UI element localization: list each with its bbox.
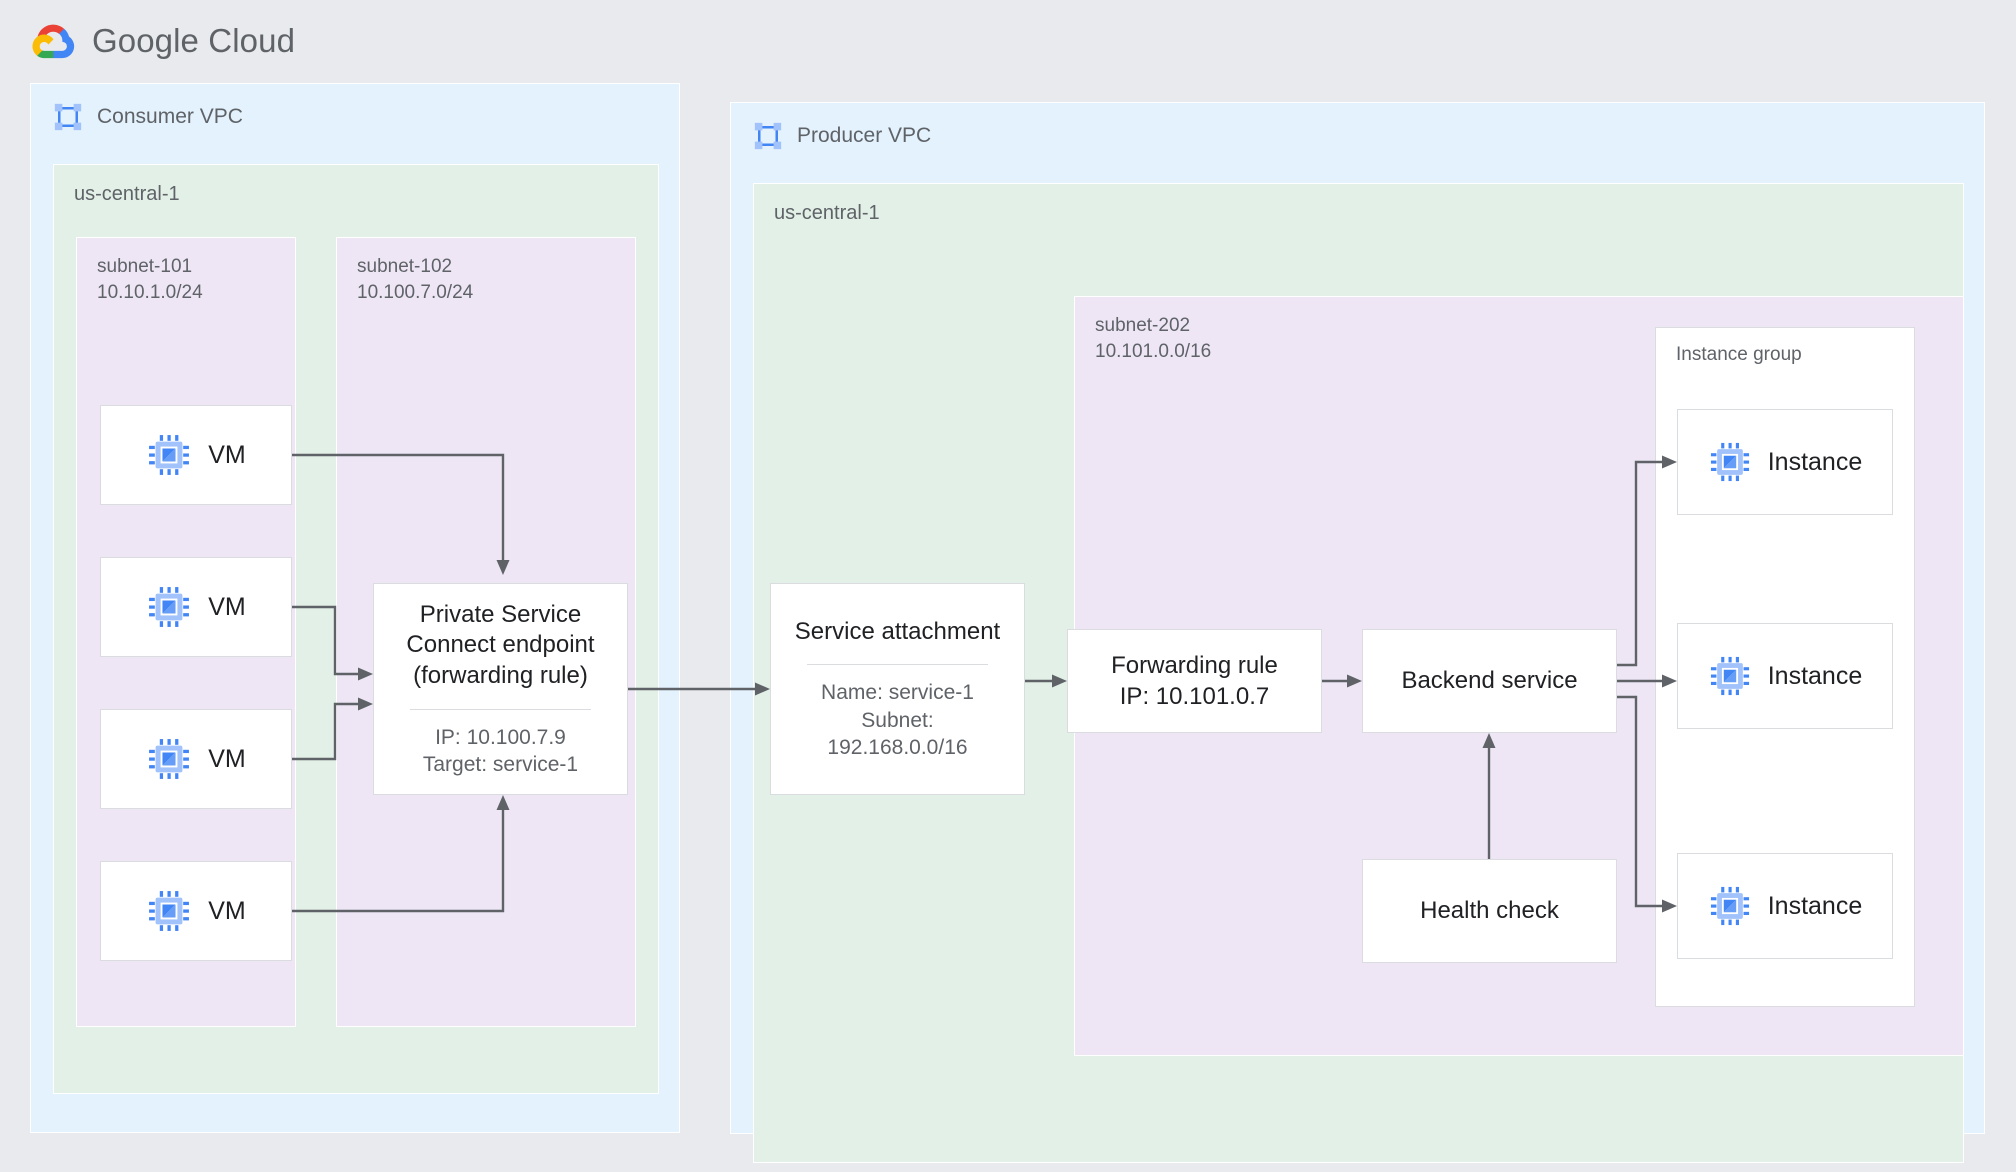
vm-card-3-content: VM: [146, 736, 246, 782]
backend-service-card[interactable]: Backend service: [1362, 629, 1617, 733]
vm-card-4-label: VM: [208, 896, 246, 925]
producer-vpc-title: Producer VPC: [797, 124, 932, 147]
vm-card-4[interactable]: VM: [100, 861, 292, 961]
psc-endpoint-ip: IP: 10.100.7.9: [435, 725, 566, 749]
health-check-card[interactable]: Health check: [1362, 859, 1617, 963]
vpc-network-icon: [754, 122, 782, 150]
vpc-network-icon: [54, 103, 82, 131]
instance-card-3-content: Instance: [1708, 884, 1863, 928]
service-attachment-divider: [806, 664, 989, 666]
instance-group-title: Instance group: [1676, 344, 1802, 365]
service-attachment-subnet-label: Subnet:: [861, 708, 934, 732]
brand-name: Google Cloud: [92, 22, 295, 60]
brand-name-bold: Google: [92, 22, 200, 59]
subnet-101-cidr: 10.10.1.0/24: [97, 282, 203, 304]
subnet-102-name: subnet-102: [357, 256, 453, 277]
instance-card-3-label: Instance: [1767, 891, 1863, 920]
forwarding-rule-line2: IP: 10.101.0.7: [1119, 683, 1270, 710]
compute-engine-icon: [149, 587, 190, 627]
vm-card-2[interactable]: VM: [100, 557, 292, 657]
google-cloud-logo: [32, 24, 75, 59]
health-check-label: Health check: [1420, 897, 1559, 925]
service-attachment-card[interactable]: Service attachment Name: service-1 Subne…: [770, 583, 1025, 795]
service-attachment-content: Service attachment Name: service-1 Subne…: [771, 617, 1024, 762]
psc-endpoint-divider: [409, 708, 592, 710]
compute-engine-icon: [149, 435, 190, 475]
subnet-101-name: subnet-101: [97, 256, 193, 277]
compute-engine-icon: [149, 739, 190, 779]
service-attachment-title: Service attachment: [794, 617, 1001, 645]
producer-region-title: us-central-1: [774, 202, 880, 224]
psc-endpoint-target: Target: service-1: [422, 753, 579, 777]
psc-endpoint-title-line1: Private Service: [419, 600, 582, 628]
consumer-vpc-header: Consumer VPC: [53, 102, 243, 132]
instance-card-3[interactable]: Instance: [1677, 853, 1893, 959]
subnet-202-name: subnet-202: [1095, 315, 1191, 336]
compute-engine-icon: [1710, 656, 1749, 696]
vm-card-1-label: VM: [208, 440, 246, 469]
service-attachment-subnet-cidr: 192.168.0.0/16: [827, 736, 968, 759]
instance-card-1-content: Instance: [1708, 440, 1863, 484]
instance-card-1[interactable]: Instance: [1677, 409, 1893, 515]
forwarding-rule-line1: Forwarding rule: [1111, 651, 1278, 679]
instance-card-1-label: Instance: [1767, 447, 1863, 476]
consumer-vpc-title: Consumer VPC: [97, 105, 243, 128]
vm-card-3[interactable]: VM: [100, 709, 292, 809]
psc-endpoint-details: IP: 10.100.7.9 Target: service-1: [423, 724, 578, 779]
vm-card-2-label: VM: [208, 592, 246, 621]
compute-engine-icon: [1710, 886, 1749, 926]
psc-endpoint-card[interactable]: Private Service Connect endpoint (forwar…: [373, 583, 628, 795]
instance-card-2[interactable]: Instance: [1677, 623, 1893, 729]
psc-endpoint-title-line2: Connect endpoint: [406, 631, 595, 659]
service-attachment-name: Name: service-1: [821, 681, 974, 705]
vm-card-3-label: VM: [208, 744, 246, 773]
consumer-region-title: us-central-1: [74, 183, 180, 205]
vm-card-1[interactable]: VM: [100, 405, 292, 505]
subnet-102-label: subnet-102 10.100.7.0/24: [357, 254, 473, 306]
vm-card-1-content: VM: [146, 432, 246, 478]
subnet-202-label: subnet-202 10.101.0.0/16: [1095, 313, 1211, 365]
compute-engine-icon: [149, 891, 190, 931]
instance-card-2-label: Instance: [1767, 661, 1863, 690]
brand-lockup: Google Cloud: [30, 22, 295, 60]
forwarding-rule-card[interactable]: Forwarding rule IP: 10.101.0.7: [1067, 629, 1322, 733]
psc-endpoint-title: Private Service Connect endpoint (forwar…: [406, 600, 594, 692]
producer-vpc-header: Producer VPC: [753, 121, 931, 151]
psc-endpoint-content: Private Service Connect endpoint (forwar…: [374, 600, 627, 779]
vm-card-4-content: VM: [146, 888, 246, 934]
subnet-102-cidr: 10.100.7.0/24: [357, 282, 474, 304]
service-attachment-details: Name: service-1 Subnet: 192.168.0.0/16: [821, 679, 974, 761]
compute-engine-icon: [1710, 442, 1749, 482]
vm-card-2-content: VM: [146, 584, 246, 630]
subnet-202-cidr: 10.101.0.0/16: [1095, 341, 1212, 363]
psc-endpoint-title-line3: (forwarding rule): [413, 662, 588, 690]
subnet-101-label: subnet-101 10.10.1.0/24: [97, 254, 203, 306]
brand-name-light: Cloud: [208, 22, 296, 59]
forwarding-rule-content: Forwarding rule IP: 10.101.0.7: [1111, 650, 1278, 712]
backend-service-label: Backend service: [1401, 667, 1578, 695]
instance-card-2-content: Instance: [1708, 654, 1863, 698]
